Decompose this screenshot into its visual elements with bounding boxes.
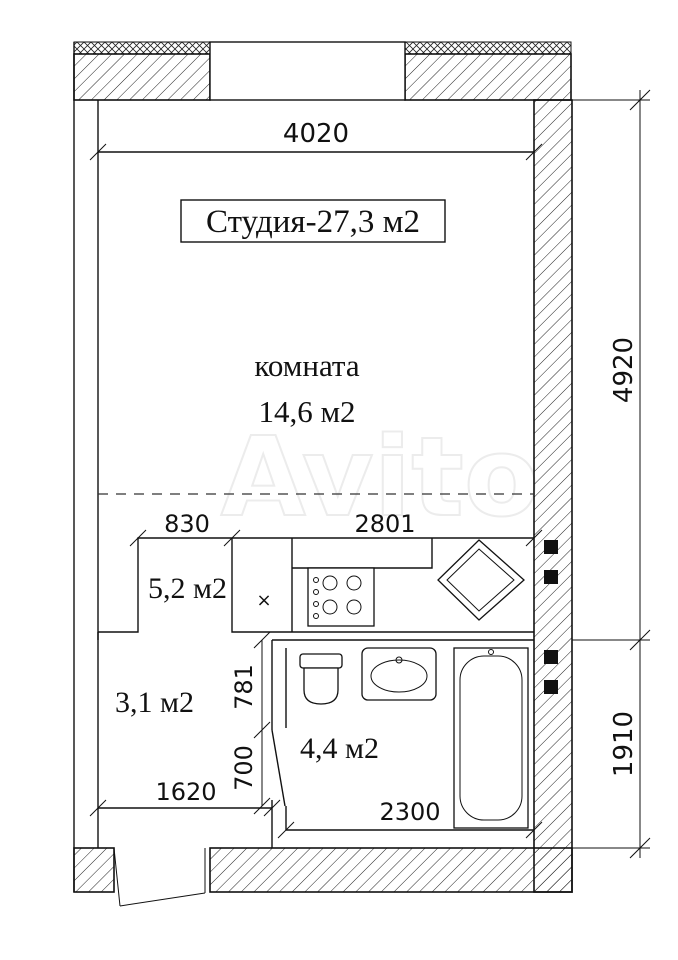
bath-area-label: 4,4 м2 — [300, 732, 379, 765]
right-wall — [533, 99, 573, 893]
dim-kitchen-left: 830 — [164, 510, 210, 538]
vent-block — [544, 650, 558, 664]
room-area-label: 14,6 м2 — [258, 394, 355, 429]
bath-door — [271, 729, 286, 807]
vent-block — [544, 540, 558, 554]
top-wall — [73, 41, 572, 101]
washbasin — [361, 647, 437, 701]
room-name-label: комната — [254, 348, 359, 383]
watermark: Avito — [221, 413, 540, 541]
toilet — [299, 653, 343, 705]
vent-block — [544, 570, 558, 584]
bottom-wall — [73, 847, 573, 893]
hall-area-label: 3,1 м2 — [115, 686, 194, 719]
stove — [307, 567, 375, 627]
vent-block — [544, 680, 558, 694]
dim-bath-door-top: 781 — [230, 664, 258, 710]
dim-bath-width: 2300 — [379, 798, 440, 826]
dim-kitchen-right: 2801 — [354, 510, 415, 538]
dim-right-room: 4920 — [609, 337, 639, 403]
title-label: Студия-27,3 м2 — [206, 204, 420, 240]
entrance-door — [113, 847, 206, 907]
kitchen-counter — [291, 538, 525, 632]
dim-hall-width: 1620 — [155, 778, 216, 806]
dim-bath-door-bottom: 700 — [230, 745, 258, 791]
bathtub — [453, 647, 529, 829]
sink — [437, 539, 525, 621]
dimension-lines — [89, 89, 651, 859]
dim-right-bath: 1910 — [609, 711, 639, 777]
stove-mark: × — [256, 590, 271, 611]
kitchen-area-label: 5,2 м2 — [148, 572, 227, 605]
window — [209, 41, 406, 101]
dim-top-width: 4020 — [283, 119, 349, 149]
title-box — [180, 199, 446, 243]
